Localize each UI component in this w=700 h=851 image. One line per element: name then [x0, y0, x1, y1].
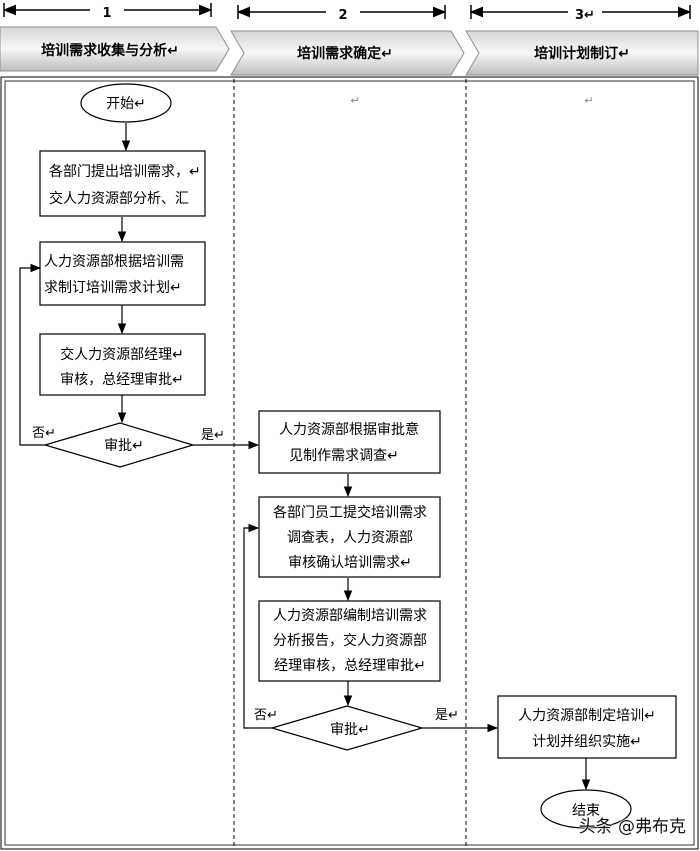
lane-header-2-shape	[230, 30, 465, 76]
start-node-shape	[80, 83, 172, 123]
survey-node-shape	[258, 410, 441, 474]
plan-node-shape	[39, 241, 206, 306]
report-node-line-2: 分析报告，交人力资源部	[273, 632, 427, 649]
approve1-yes-label: 是↵	[201, 428, 225, 443]
submit-review-node-shape	[39, 333, 206, 396]
approve1-no-label: 否↵	[32, 426, 56, 441]
watermark: 头条 @弗布克	[578, 817, 686, 837]
submit-review-node-line-2: 审核，总经理审批↵	[60, 372, 184, 388]
report-node-line-3: 经理审核，总经理审批↵	[274, 658, 426, 674]
approve1-decision-label: 审批↵	[104, 438, 144, 454]
collect-node-shape	[39, 150, 206, 217]
collect-node-line-2: 交人力资源部分析、汇	[49, 190, 189, 207]
report-node-line-1: 人力资源部编制培训需求	[273, 608, 427, 624]
survey-node-line-1: 人力资源部根据审批意	[279, 421, 419, 438]
lane-header-3-shape	[465, 30, 699, 76]
survey-node-line-2: 见制作需求调查↵	[289, 448, 399, 464]
lane-3-paragraph-mark: ↵	[584, 94, 593, 107]
approve2-no-label: 否↵	[254, 708, 278, 723]
implement-node-line-1: 人力资源部制定培训↵	[518, 708, 656, 724]
connectors	[19, 123, 591, 791]
lane-1-title: 培训需求收集与分析↵	[41, 42, 179, 59]
submit-survey-node-line-2: 调查表，人力资源部	[287, 530, 413, 546]
report-node-shape	[258, 600, 441, 682]
lane-2-paragraph-mark: ↵	[350, 94, 359, 107]
plan-node-line-1: 人力资源部根据培训需	[44, 254, 184, 270]
swimlane-frame	[0, 76, 699, 850]
lane-1-number: 1	[102, 6, 111, 21]
approve2-decision-label: 审批↵	[330, 722, 370, 738]
lane-3-number: 3↵	[575, 8, 595, 23]
start-node-label: 开始↵	[106, 96, 146, 112]
approve2-yes-label: 是↵	[435, 708, 459, 723]
plan-node-line-2: 求制订培训需求计划↵	[44, 280, 182, 296]
lane-3-title: 培训计划制订↵	[534, 45, 630, 62]
approve1-decision-shape	[42, 422, 196, 468]
end-node-label: 结束	[572, 803, 600, 819]
approve2-decision-shape	[269, 705, 425, 751]
lane-2-title: 培训需求确定↵	[297, 45, 393, 62]
submit-survey-node-shape	[258, 496, 441, 578]
implement-node-line-2: 计划并组织实施↵	[532, 734, 642, 750]
arrow-approve2-no-loop	[243, 523, 272, 729]
lane-header-1-shape	[0, 26, 230, 72]
submit-survey-node-line-3: 审核确认培训需求↵	[288, 555, 412, 571]
lane-headers	[0, 26, 699, 76]
arrow-approve1-no-loop	[19, 263, 45, 446]
submit-survey-node-line-1: 各部门员工提交培训需求	[273, 504, 427, 521]
implement-node-shape	[497, 695, 677, 759]
collect-node-line-1: 各部门提出培训需求，↵	[49, 164, 201, 180]
lane-2-number: 2	[338, 8, 347, 23]
submit-review-node-line-1: 交人力资源部经理↵	[60, 346, 184, 363]
end-node-shape	[540, 789, 632, 829]
